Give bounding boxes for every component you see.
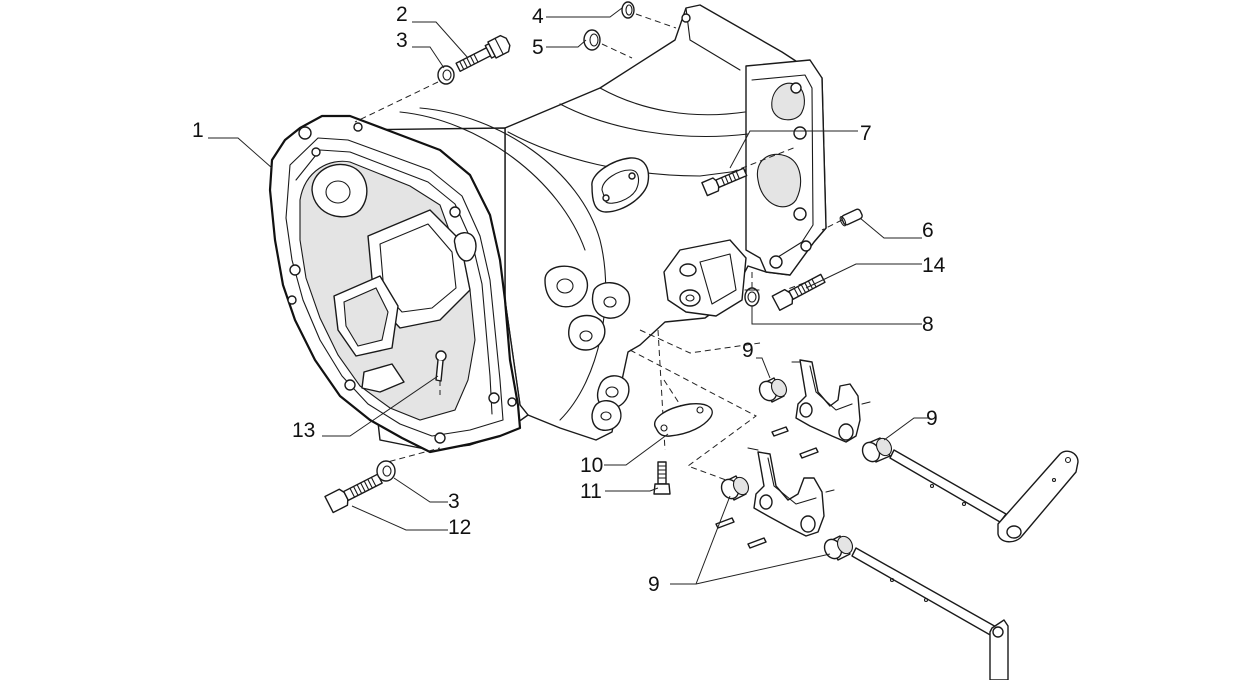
callout-3-top: 3 — [396, 29, 408, 52]
washer-part-3-bottom — [376, 460, 396, 482]
callout-14: 14 — [922, 254, 946, 277]
shift-fork-assembly-lower — [715, 447, 1009, 680]
callout-9-upper-right: 9 — [926, 407, 938, 430]
plug-part-8 — [744, 287, 760, 307]
bushing-part-9-d — [823, 535, 854, 561]
washer-part-3-top — [437, 65, 455, 85]
callout-9-upper-left: 9 — [742, 339, 754, 362]
bushing-part-9-a — [758, 377, 788, 403]
callout-8: 8 — [922, 313, 934, 336]
callout-labels: 1 2 3 3 4 5 6 7 8 9 9 9 10 11 12 13 14 — [192, 3, 946, 596]
leader-lines — [208, 7, 928, 585]
transmission-housing — [268, 4, 827, 454]
callout-5: 5 — [532, 36, 544, 59]
bushing-part-9-b — [861, 437, 893, 463]
callout-13: 13 — [292, 419, 315, 442]
callout-1: 1 — [192, 119, 204, 142]
bolt-part-14 — [771, 273, 826, 311]
callout-11: 11 — [580, 480, 602, 503]
callout-7: 7 — [860, 122, 872, 145]
cover-plate-part-10 — [653, 402, 713, 437]
callout-2: 2 — [396, 3, 408, 26]
shift-fork-assembly-upper — [758, 359, 1079, 543]
bolt-part-11 — [653, 461, 671, 495]
callout-12: 12 — [448, 516, 471, 539]
callout-10: 10 — [580, 454, 603, 477]
plug-part-5 — [583, 29, 601, 51]
bolt-part-12 — [324, 473, 383, 514]
callout-9-lower: 9 — [648, 573, 660, 596]
callout-3-bottom: 3 — [448, 490, 460, 513]
bolt-part-2 — [455, 34, 511, 72]
bolt-part-7 — [701, 167, 748, 197]
ring-part-4 — [621, 1, 635, 19]
dowel-part-6 — [839, 208, 863, 227]
callout-6: 6 — [922, 219, 934, 242]
bushing-part-9-c — [720, 475, 750, 501]
callout-4: 4 — [532, 5, 544, 28]
